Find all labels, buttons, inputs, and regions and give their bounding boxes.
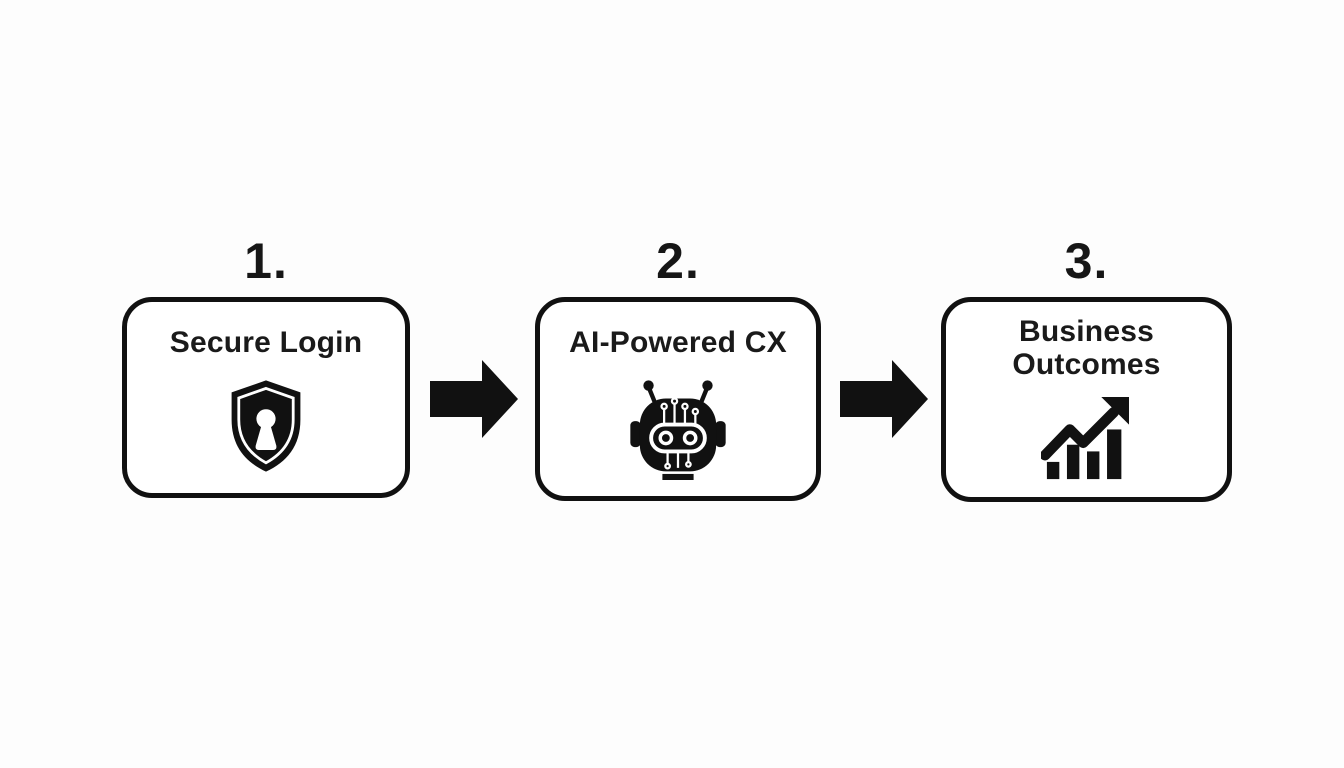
step-2-number: 2. [656, 233, 700, 289]
step-3-label: Business Outcomes [1012, 315, 1161, 381]
robot-icon [626, 359, 730, 496]
step-3-number: 3. [1064, 233, 1109, 289]
step-1-label: Secure Login [169, 326, 363, 359]
step-3-box: Business Outcomes [941, 297, 1232, 502]
step-2-label: AI-Powered CX [569, 326, 787, 359]
step-2-box: AI-Powered CX [535, 297, 821, 501]
growth-chart-icon [1040, 381, 1133, 497]
right-arrow-icon [840, 360, 928, 443]
step-1-box: Secure Login [122, 297, 410, 498]
step-1-number: 1. [244, 233, 288, 289]
right-arrow-icon [430, 360, 518, 443]
shield-keyhole-icon [226, 359, 306, 493]
